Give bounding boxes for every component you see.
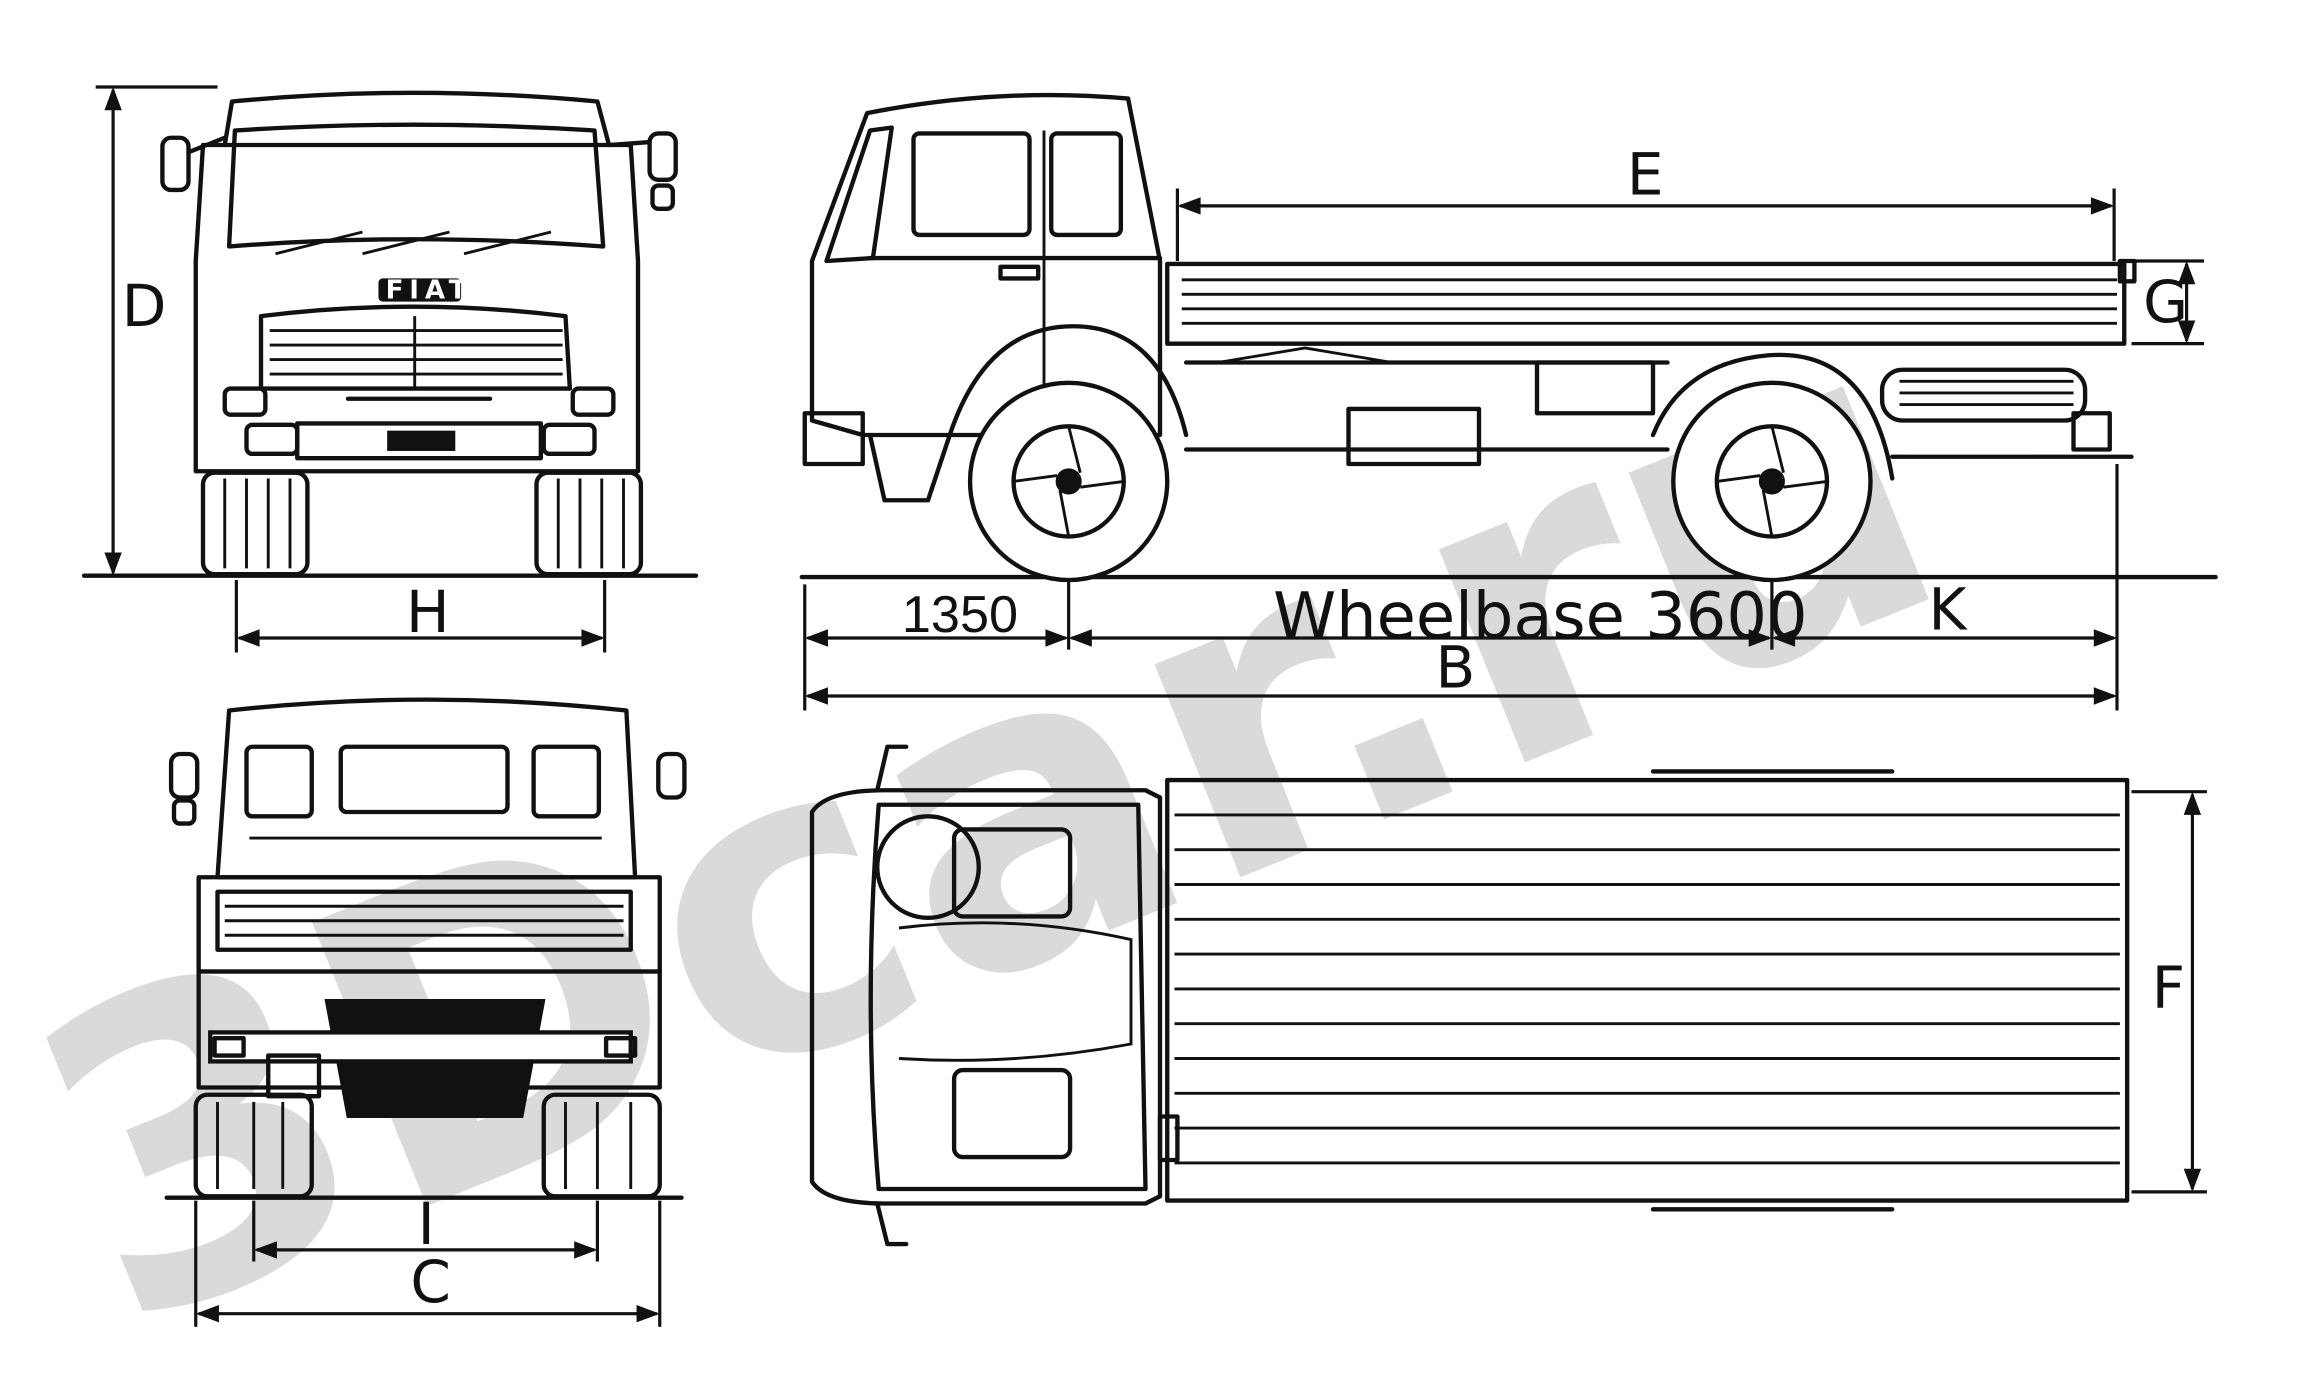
rear-board-lines [224,904,624,937]
label-h: H [406,578,450,646]
label-f: F [2152,954,2185,1022]
dimension-bed-height: G [2131,259,2205,346]
rear-wheels [193,1092,662,1199]
dimension-height: D [95,85,218,576]
fiat-logo: FIAT [386,276,473,306]
label-front-overhang: 1350 [902,586,1018,644]
side-view: E G 1350 [799,92,2218,711]
dimension-bed-length: E [1175,140,2116,262]
dimension-total-width: C [194,1200,662,1327]
dimension-front-track: H [234,578,607,653]
front-wheels [200,470,644,577]
watermark: 3Dcar.ru [0,225,1999,1400]
front-view: FIAT [81,85,699,653]
watermark-text: 3Dcar.ru [0,225,1999,1400]
dimension-bed-width: F [2131,790,2207,1194]
bed-floor-planks [1174,813,2120,1165]
label-g: G [2143,268,2188,336]
tank-ribs [1899,379,2074,407]
label-d: D [122,272,167,340]
rear-view: I C [164,697,687,1327]
dimension-lengths: 1350 Wheelbase 3600 K B [803,464,2119,711]
label-b: B [1436,633,1476,701]
label-wheelbase: Wheelbase 3600 [1273,580,1807,654]
label-e: E [1627,140,1664,208]
label-k: K [1929,575,1969,643]
top-view: F [809,744,2207,1247]
label-c: C [410,1248,451,1316]
bed-side-slats [1181,278,2118,325]
label-i: I [418,1190,435,1258]
front-grille-pattern [269,316,563,389]
dimension-rear-track: I [252,1190,599,1262]
